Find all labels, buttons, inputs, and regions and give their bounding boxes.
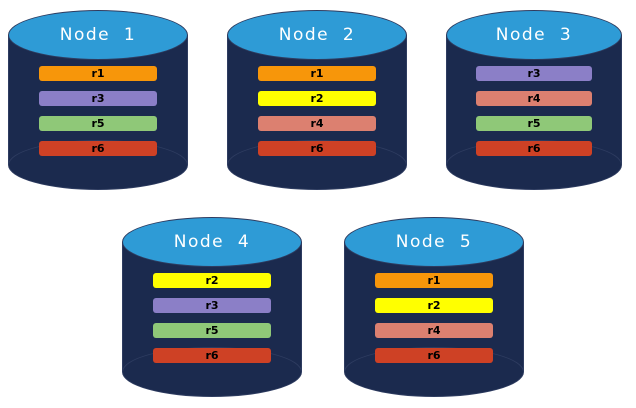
- replica-label: r6: [427, 349, 441, 362]
- replica-label: r4: [427, 324, 441, 337]
- replica-label: r4: [310, 117, 324, 130]
- node-label: Node 3: [495, 25, 573, 45]
- node-top-ellipse: [122, 217, 302, 267]
- node-cylinder-1[interactable]: Node 1 r1 r3 r5 r6: [8, 10, 188, 190]
- replica-bar[interactable]: r5: [38, 116, 158, 131]
- node-top-ellipse: [8, 10, 188, 60]
- node-cylinder-3[interactable]: Node 3 r3 r4 r5 r6: [446, 10, 622, 190]
- replica-bar[interactable]: r5: [475, 116, 593, 131]
- replica-bar[interactable]: r4: [475, 91, 593, 106]
- replica-label: r3: [527, 67, 541, 80]
- replica-label: r5: [205, 324, 219, 337]
- replica-label: r2: [205, 274, 219, 287]
- replica-label: r3: [205, 299, 219, 312]
- replica-bar[interactable]: r6: [152, 348, 272, 363]
- replica-bar[interactable]: r6: [38, 141, 158, 156]
- replica-bar[interactable]: r6: [374, 348, 494, 363]
- replica-bar[interactable]: r3: [38, 91, 158, 106]
- replica-label: r5: [527, 117, 541, 130]
- replica-label: r4: [527, 92, 541, 105]
- node-cylinder-4[interactable]: Node 4 r2 r3 r5 r6: [122, 217, 302, 397]
- node-label: Node 4: [173, 232, 251, 252]
- replica-bar[interactable]: r6: [475, 141, 593, 156]
- node-top-ellipse: [227, 10, 407, 60]
- replica-bar[interactable]: r1: [257, 66, 377, 81]
- replica-bar[interactable]: r1: [374, 273, 494, 288]
- replica-bar[interactable]: r5: [152, 323, 272, 338]
- replica-bar[interactable]: r4: [374, 323, 494, 338]
- replica-label: r6: [527, 142, 541, 155]
- replica-list: r3 r4 r5 r6: [446, 66, 622, 156]
- replica-bar[interactable]: r2: [257, 91, 377, 106]
- replica-bar[interactable]: r1: [38, 66, 158, 81]
- replica-bar[interactable]: r3: [152, 298, 272, 313]
- replica-label: r6: [91, 142, 105, 155]
- replica-list: r1 r2 r4 r6: [344, 273, 524, 363]
- replica-label: r1: [427, 274, 441, 287]
- node-top-ellipse: [446, 10, 622, 60]
- node-top-ellipse: [344, 217, 524, 267]
- node-cylinder-2[interactable]: Node 2 r1 r2 r4 r6: [227, 10, 407, 190]
- replica-list: r1 r3 r5 r6: [8, 66, 188, 156]
- node-label: Node 2: [278, 25, 356, 45]
- replica-bar[interactable]: r6: [257, 141, 377, 156]
- replica-list: r2 r3 r5 r6: [122, 273, 302, 363]
- node-cylinder-5[interactable]: Node 5 r1 r2 r4 r6: [344, 217, 524, 397]
- node-label: Node 5: [395, 232, 473, 252]
- replica-label: r1: [310, 67, 324, 80]
- replica-list: r1 r2 r4 r6: [227, 66, 407, 156]
- replica-label: r1: [91, 67, 105, 80]
- replica-label: r2: [427, 299, 441, 312]
- replica-bar[interactable]: r4: [257, 116, 377, 131]
- replica-label: r6: [205, 349, 219, 362]
- replica-bar[interactable]: r2: [152, 273, 272, 288]
- replica-bar[interactable]: r2: [374, 298, 494, 313]
- node-label: Node 1: [59, 25, 137, 45]
- replica-label: r6: [310, 142, 324, 155]
- replica-label: r3: [91, 92, 105, 105]
- replica-bar[interactable]: r3: [475, 66, 593, 81]
- replica-label: r5: [91, 117, 105, 130]
- replica-label: r2: [310, 92, 324, 105]
